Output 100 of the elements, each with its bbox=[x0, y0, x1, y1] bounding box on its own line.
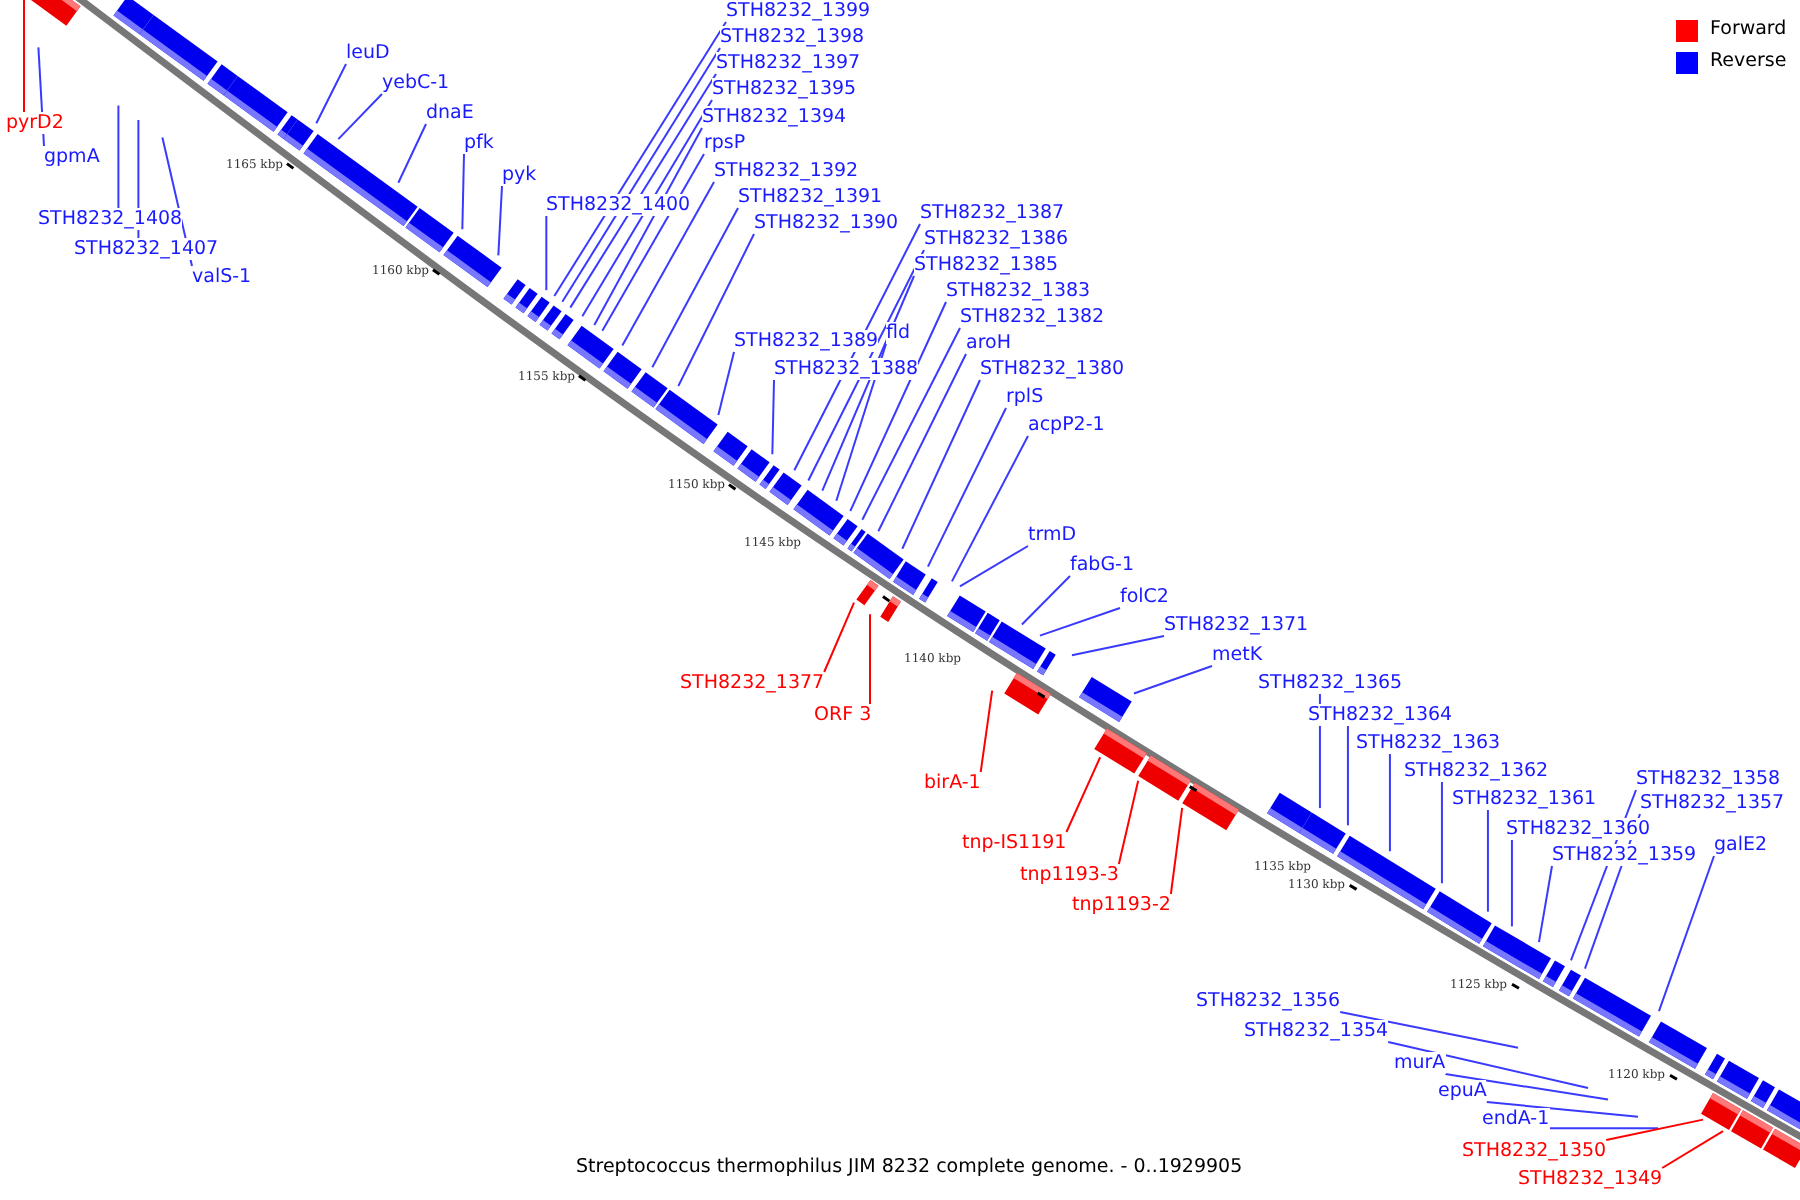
gene-label: STH8232_1394 bbox=[702, 106, 847, 128]
leader-line bbox=[1440, 781, 1443, 885]
gene-label: STH8232_1387 bbox=[920, 202, 1065, 224]
gene-label: pyk bbox=[502, 164, 537, 186]
gene-label: STH8232_1354 bbox=[1244, 1020, 1389, 1042]
gene-label: epuA bbox=[1438, 1080, 1487, 1102]
gene-label: STH8232_1383 bbox=[946, 280, 1091, 302]
gene-label: dnaE bbox=[426, 102, 474, 124]
leader-line bbox=[545, 215, 548, 292]
leader-line bbox=[861, 327, 961, 521]
gene-label: tnp1193-2 bbox=[1072, 894, 1171, 916]
leader-line bbox=[23, 0, 25, 113]
leader-line bbox=[1020, 575, 1071, 626]
leader-line bbox=[581, 99, 713, 318]
leader-line bbox=[569, 73, 717, 309]
leader-line bbox=[1486, 809, 1489, 913]
gene-label: rpsP bbox=[704, 132, 746, 154]
leader-line bbox=[315, 63, 347, 125]
gene-label: STH8232_1385 bbox=[914, 254, 1059, 276]
leader-line bbox=[926, 407, 1007, 568]
gene-label: pyrD2 bbox=[6, 112, 64, 134]
leader-line bbox=[601, 153, 705, 332]
gene-label: leuD bbox=[346, 42, 390, 64]
leader-line bbox=[901, 379, 981, 550]
leader-line bbox=[1444, 1073, 1610, 1101]
leader-line bbox=[553, 21, 727, 297]
gene-label: STH8232_1358 bbox=[1636, 768, 1781, 790]
leader-line bbox=[869, 613, 871, 705]
gene-label: STH8232_1386 bbox=[924, 228, 1069, 250]
gene-label: STH8232_1363 bbox=[1356, 732, 1501, 754]
gene-label: STH8232_1350 bbox=[1462, 1140, 1607, 1162]
leader-line bbox=[1548, 1127, 1660, 1130]
gene-label: tnp1193-3 bbox=[1020, 864, 1119, 886]
gene-label: STH8232_1407 bbox=[74, 238, 219, 260]
leader-line bbox=[1510, 839, 1513, 928]
gene-label: STH8232_1395 bbox=[712, 78, 857, 100]
leader-line bbox=[497, 185, 503, 257]
gene-label: gpmA bbox=[44, 146, 100, 168]
leader-line bbox=[1537, 865, 1553, 944]
leader-line bbox=[979, 689, 994, 773]
legend-label: Forward bbox=[1710, 18, 1787, 40]
gene-label: STH8232_1391 bbox=[738, 186, 883, 208]
leader-line bbox=[1346, 725, 1349, 827]
leader-line bbox=[1388, 753, 1391, 853]
leader-line bbox=[593, 127, 703, 327]
gene-label: STH8232_1399 bbox=[726, 0, 871, 22]
leader-line bbox=[771, 379, 775, 456]
leader-line bbox=[849, 301, 947, 512]
gene-label: STH8232_1380 bbox=[980, 358, 1125, 380]
gene-label: acpP2-1 bbox=[1028, 414, 1105, 436]
leader-line bbox=[561, 47, 721, 303]
gene-label: birA-1 bbox=[924, 772, 981, 794]
gene-label: STH8232_1398 bbox=[720, 26, 865, 48]
gene-label: STH8232_1365 bbox=[1258, 672, 1403, 694]
gene-label: fabG-1 bbox=[1070, 554, 1135, 576]
leader-line bbox=[1339, 1011, 1520, 1049]
leader-line bbox=[461, 153, 465, 231]
gene-label: STH8232_1357 bbox=[1640, 792, 1785, 814]
gene-label: ORF 3 bbox=[814, 704, 872, 726]
leader-line bbox=[117, 104, 120, 209]
legend-label: Reverse bbox=[1710, 50, 1787, 72]
gene-label: galE2 bbox=[1714, 834, 1768, 856]
leader-line bbox=[1038, 607, 1121, 637]
leader-line bbox=[1387, 1041, 1590, 1090]
gene-label: rplS bbox=[1006, 386, 1044, 408]
leader-line bbox=[1117, 779, 1140, 865]
gene-label: STH8232_1389 bbox=[734, 330, 879, 352]
gene-label: STH8232_1377 bbox=[680, 672, 825, 694]
gene-label: STH8232_1362 bbox=[1404, 760, 1549, 782]
leader-line bbox=[958, 545, 1029, 588]
leader-line bbox=[1132, 665, 1213, 695]
gene-label: pfk bbox=[464, 132, 494, 154]
gene-label: STH8232_1397 bbox=[716, 52, 861, 74]
leader-line bbox=[1605, 1118, 1705, 1141]
gene-label: metK bbox=[1212, 644, 1263, 666]
gene-label: STH8232_1400 bbox=[546, 194, 691, 216]
gene-label: STH8232_1408 bbox=[38, 208, 183, 230]
gene-label: fld bbox=[886, 322, 911, 344]
leader-line bbox=[950, 435, 1029, 583]
gene-label: STH8232_1388 bbox=[774, 358, 919, 380]
gene-label: STH8232_1390 bbox=[754, 212, 899, 234]
leader-line bbox=[877, 353, 967, 533]
gene-label: aroH bbox=[966, 332, 1011, 354]
caption: Streptococcus thermophilus JIM 8232 complete genome. - 0..1929905 bbox=[576, 1156, 1243, 1178]
gene-label: STH8232_1349 bbox=[1518, 1168, 1663, 1190]
gene-label: STH8232_1359 bbox=[1552, 844, 1697, 866]
gene-label: tnp-IS1191 bbox=[962, 832, 1067, 854]
leader-line bbox=[677, 233, 755, 388]
gene-label: folC2 bbox=[1120, 586, 1169, 608]
leader-line bbox=[717, 351, 735, 417]
gene-label: STH8232_1360 bbox=[1506, 818, 1651, 840]
gene-label: endA-1 bbox=[1482, 1108, 1550, 1130]
leader-line bbox=[1661, 1130, 1725, 1169]
gene-label: STH8232_1371 bbox=[1164, 614, 1309, 636]
leader-line bbox=[1169, 806, 1184, 895]
leader-line bbox=[397, 123, 427, 184]
leader-line bbox=[823, 601, 855, 673]
leader-line bbox=[651, 207, 739, 369]
gene-label: trmD bbox=[1028, 524, 1077, 546]
leader-line bbox=[1070, 635, 1165, 657]
